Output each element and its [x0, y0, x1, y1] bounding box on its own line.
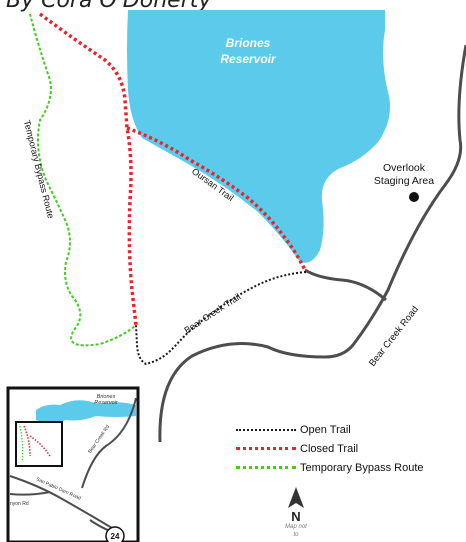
reservoir-label-1: Briones: [226, 36, 271, 50]
staging-area-label-2: Staging Area: [374, 175, 434, 187]
bear-creek-trail-label: Bear Creek Trail: [182, 292, 242, 336]
map-scale-note-1: Map not: [285, 524, 307, 530]
map-scale-note-2: to: [293, 532, 299, 538]
north-arrow-icon: [288, 487, 304, 508]
open-trail-swatch: [236, 428, 296, 431]
inset-road-san-pablo: [9, 475, 113, 529]
map-legend: Open Trail Closed Trail Temporary Bypass…: [236, 420, 456, 477]
inset-highway-number: 24: [111, 532, 120, 541]
legend-open-label: Open Trail: [300, 423, 351, 436]
closed-trail-swatch: [236, 447, 296, 450]
north-indicator: N Map not to: [278, 485, 314, 539]
inset-reservoir: [36, 400, 136, 423]
legend-bypass-label: Temporary Bypass Route: [300, 461, 424, 474]
trailhead-road: [304, 268, 387, 302]
inset-map: 24 Briones Reservoir Bear Creek Rd nyon …: [6, 386, 140, 542]
staging-area-label-1: Overlook: [383, 162, 426, 174]
legend-bypass-route: Temporary Bypass Route: [236, 458, 456, 477]
bear-creek-road-line: [158, 44, 466, 443]
bypass-trail-swatch: [236, 466, 296, 469]
inset-canyon-label: nyon Rd: [10, 501, 29, 507]
closed-trail-west: [38, 12, 138, 326]
staging-area-marker: [409, 192, 419, 202]
bypass-trail: [29, 13, 137, 347]
inset-road-canyon: [9, 491, 51, 496]
briones-reservoir: [127, 10, 391, 263]
legend-open-trail: Open Trail: [236, 420, 456, 439]
closed-trail-oursan: [126, 126, 308, 273]
inset-bypass-trail: [19, 425, 24, 463]
inset-highway-shield: [105, 526, 125, 542]
legend-closed-label: Closed Trail: [300, 442, 359, 455]
inset-road-bear-creek: [81, 397, 137, 489]
inset-closed-trail: [23, 425, 51, 457]
inset-reservoir-label-2: Reservoir: [94, 400, 119, 406]
open-trail-bear-creek: [135, 271, 307, 366]
north-letter: N: [291, 509, 301, 524]
reservoir-label-2: Reservoir: [220, 52, 277, 66]
byline: By Cora O'Doherty: [6, 0, 212, 13]
legend-closed-trail: Closed Trail: [236, 439, 456, 458]
inset-reservoir-label-1: Briones: [97, 394, 116, 400]
